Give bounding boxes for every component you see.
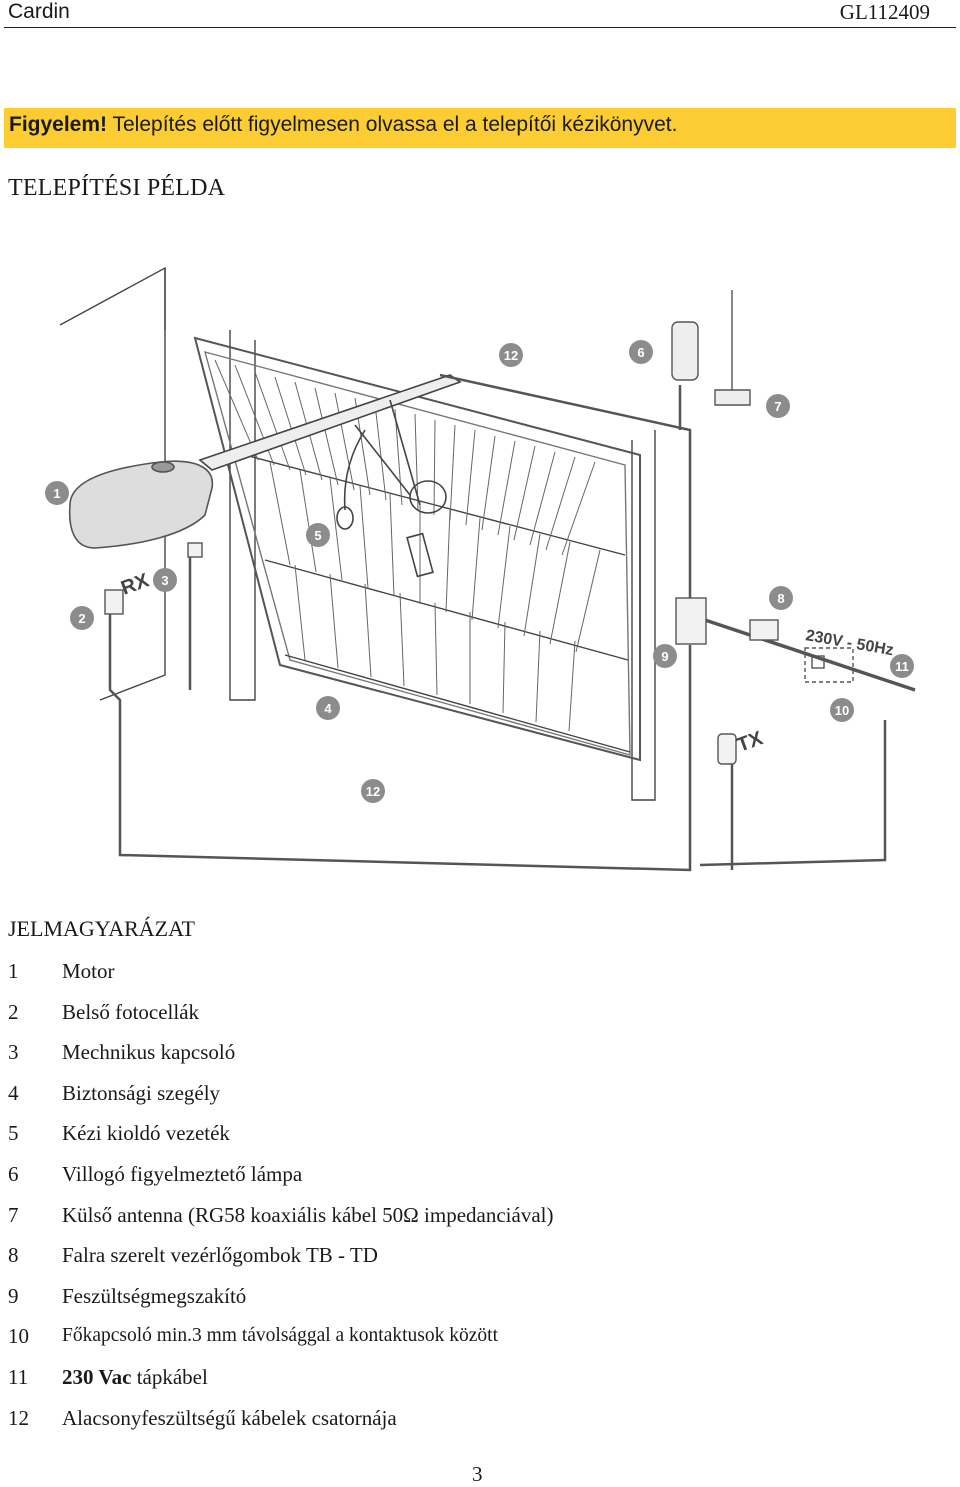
svg-text:6: 6 — [637, 345, 644, 360]
svg-text:8: 8 — [777, 591, 784, 606]
release-pull — [336, 506, 354, 530]
door-band-upper — [244, 454, 626, 556]
svg-text:9: 9 — [661, 649, 668, 664]
legend-text-bold: 230 Vac — [62, 1364, 132, 1389]
photocell-tx — [717, 733, 737, 765]
warning-text: Telepítés előtt figyelmesen olvassa el a… — [107, 113, 678, 136]
callout-6: 6 — [629, 340, 653, 364]
mechanical-switch — [187, 542, 203, 558]
callout-1: 1 — [45, 481, 69, 505]
callout-4: 4 — [316, 696, 340, 720]
left-door-post — [229, 330, 256, 701]
antenna-bracket — [714, 389, 751, 406]
operator-rail — [198, 374, 462, 471]
cable-duct-bottom — [108, 610, 692, 872]
legend-title: JELMAGYARÁZAT — [8, 916, 195, 941]
svg-text:4: 4 — [324, 701, 332, 716]
callout-12-bottom: 12 — [361, 779, 385, 803]
door-bracket — [406, 532, 434, 578]
tx-label: TX — [734, 727, 766, 757]
legend-text: Külső antenna (RG58 koaxiális kábel 50Ω … — [62, 1202, 554, 1227]
callout-11: 11 — [890, 654, 914, 678]
cable-duct-right — [699, 720, 887, 867]
door-panel-inner — [203, 351, 631, 756]
callout-8: 8 — [769, 586, 793, 610]
power-label: 230V - 50Hz — [804, 627, 895, 659]
callout-7: 7 — [766, 394, 790, 418]
callout-badges: 1 2 3 4 5 6 7 8 9 10 11 12 12 — [45, 340, 914, 803]
main-switch-box — [811, 655, 825, 669]
legend-text: Feszültségmegszakító — [62, 1283, 247, 1308]
legend-number: 4 — [8, 1080, 19, 1105]
legend-text-rest: tápkábel — [131, 1364, 208, 1389]
page-number: 3 — [472, 1462, 483, 1486]
warning-label: Figyelem! — [9, 113, 108, 136]
callout-3: 3 — [153, 568, 177, 592]
callout-2: 2 — [70, 606, 94, 630]
operator-arm-link — [354, 424, 411, 496]
legend-text: Villogó figyelmeztető lámpa — [62, 1161, 303, 1186]
installation-diagram: RX TX 230V - 50Hz 1 2 3 4 5 6 7 8 9 10 1… — [45, 266, 916, 872]
main-switch — [804, 647, 854, 683]
section-title: TELEPÍTÉSI PÉLDA — [8, 175, 226, 201]
motor-unit — [68, 460, 214, 549]
header-document-code: GL112409 — [839, 0, 930, 24]
release-handle — [409, 480, 447, 514]
legend-number: 2 — [8, 999, 19, 1024]
legend-text: Falra szerelt vezérlőgombok TB - TD — [62, 1243, 378, 1268]
rx-label: RX — [118, 569, 152, 599]
legend-text: Belső fotocellák — [62, 999, 200, 1024]
callout-9: 9 — [653, 644, 677, 668]
svg-text:12: 12 — [504, 348, 518, 363]
callout-12-top: 12 — [499, 343, 523, 367]
svg-text:11: 11 — [895, 659, 909, 674]
legend-text: Alacsonyfeszültségű kábelek csatornája — [62, 1405, 397, 1430]
legend-text: Kézi kioldó vezeték — [62, 1121, 230, 1146]
svg-text:10: 10 — [835, 703, 849, 718]
legend-text: Motor — [62, 959, 115, 983]
svg-text:1: 1 — [53, 486, 60, 501]
header-brand: Cardin — [8, 0, 70, 23]
legend-number: 6 — [8, 1161, 19, 1186]
svg-text:12: 12 — [366, 784, 380, 799]
wall-buttons — [749, 619, 779, 641]
door-ribs — [214, 359, 601, 732]
flashing-lamp — [671, 321, 699, 381]
legend-number: 10 — [8, 1324, 29, 1349]
legend-text: 230 Vac tápkábel — [62, 1363, 208, 1391]
callout-10: 10 — [830, 698, 854, 722]
circuit-breaker-box — [675, 597, 707, 645]
legend-number: 8 — [8, 1243, 19, 1268]
legend-number: 7 — [8, 1202, 19, 1227]
svg-text:2: 2 — [78, 611, 85, 626]
legend-number: 12 — [8, 1405, 29, 1430]
operator-arm — [389, 399, 421, 506]
header-divider — [4, 27, 956, 28]
cable-duct-top — [439, 373, 692, 600]
legend-number: 3 — [8, 1040, 19, 1065]
garage-door-panel — [193, 336, 641, 762]
callout-5: 5 — [306, 523, 330, 547]
legend-text: Főkapcsoló min.3 mm távolsággal a kontak… — [62, 1325, 498, 1347]
legend-number: 11 — [8, 1364, 29, 1389]
legend-text: Biztonsági szegély — [62, 1080, 221, 1105]
door-band-bottom — [284, 654, 631, 753]
mains-cable — [704, 618, 916, 692]
photocell-rx — [104, 589, 124, 615]
right-door-post — [631, 430, 656, 801]
svg-text:7: 7 — [774, 399, 781, 414]
svg-text:3: 3 — [161, 573, 168, 588]
legend-number: 9 — [8, 1283, 19, 1308]
legend-text: Mechnikus kapcsoló — [62, 1040, 236, 1065]
warning-banner: Figyelem! Telepítés előtt figyelmesen ol… — [4, 108, 956, 148]
legend-number: 5 — [8, 1121, 19, 1146]
legend-number: 1 — [8, 959, 19, 983]
svg-text:5: 5 — [314, 528, 321, 543]
